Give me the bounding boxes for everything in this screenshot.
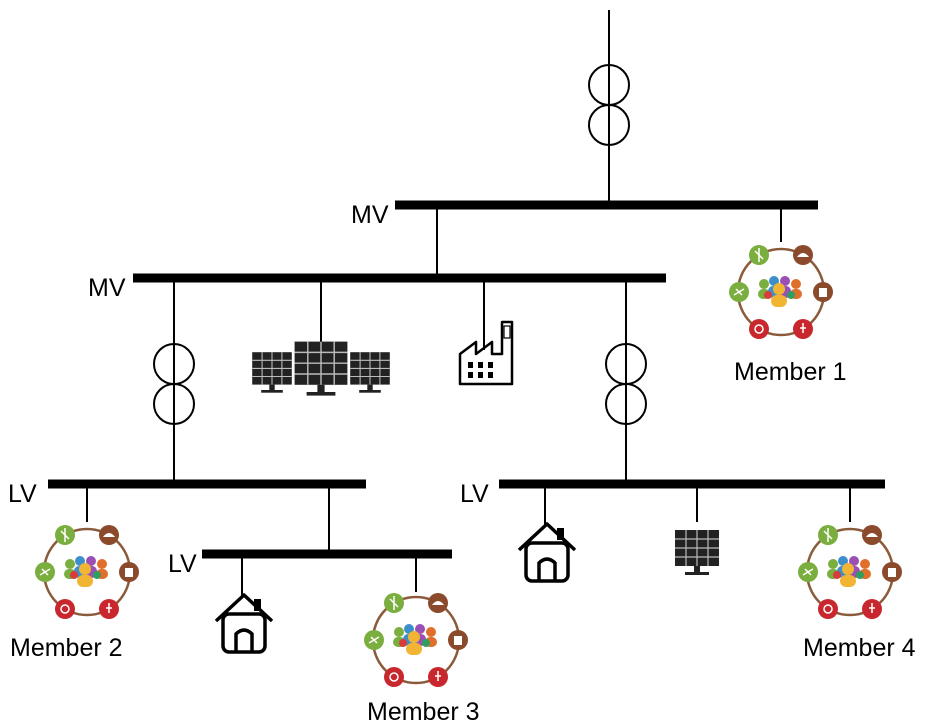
member-label-4: Member 4: [803, 634, 916, 662]
energy-community-icon: [362, 591, 470, 689]
solar-farm-icon: [251, 340, 391, 397]
solar-panel-icon: [674, 529, 720, 576]
bus-label-mv-upper: MV: [351, 201, 389, 229]
energy-community-icon: [727, 243, 835, 341]
member-label-3: Member 3: [367, 698, 480, 725]
energy-community-icon: [796, 523, 904, 621]
bus-label-lv-right: LV: [460, 480, 489, 508]
energy-community-icon: [33, 523, 141, 621]
house-icon: [517, 522, 577, 583]
member-label-2: Member 2: [10, 634, 123, 662]
factory-icon: [458, 320, 514, 386]
house-icon: [214, 593, 274, 654]
bus-label-lv-left-sub: LV: [168, 550, 197, 578]
member-label-1: Member 1: [734, 358, 847, 386]
bus-label-mv-lower: MV: [88, 274, 126, 302]
bus-label-lv-left: LV: [8, 480, 37, 508]
